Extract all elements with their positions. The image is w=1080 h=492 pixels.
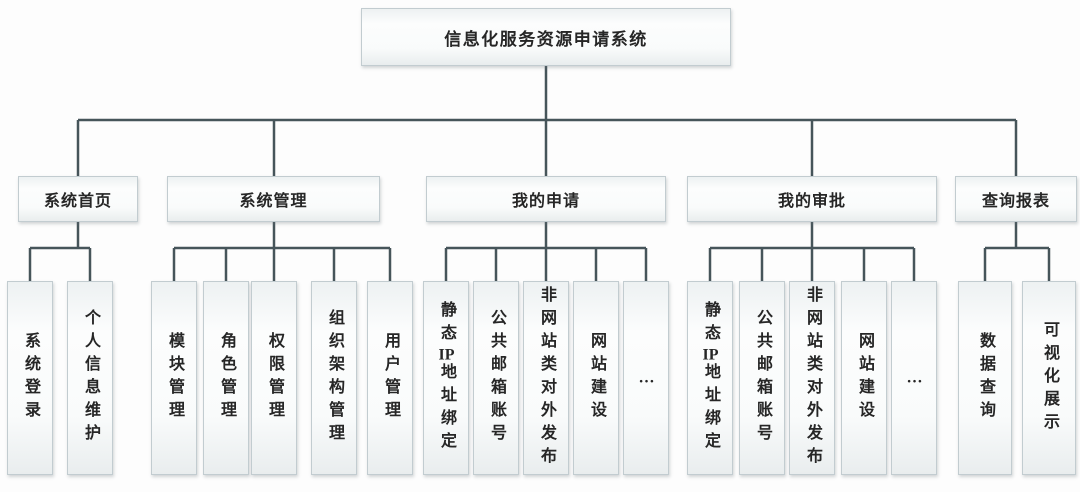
branch-label: 系统首页 — [43, 193, 112, 210]
leaf-box-website-construction-approve: 网站建设 — [841, 281, 887, 475]
leaf-label: 静态IP地址绑定 — [438, 301, 455, 455]
leaf-box-public-mailbox-approve: 公共邮箱账号 — [739, 281, 785, 475]
leaf-label: 非网站类对外发布 — [538, 286, 555, 470]
branch-label: 我的审批 — [777, 193, 846, 210]
leaf-box-permission-management: 权限管理 — [251, 281, 297, 475]
branch-box-system-home: 系统首页 — [18, 176, 138, 222]
branch-label: 我的申请 — [511, 193, 580, 210]
leaf-box-role-management: 角色管理 — [203, 281, 249, 475]
branch-label: 查询报表 — [981, 193, 1050, 210]
leaf-label: 用户管理 — [382, 332, 399, 424]
branch-label: 系统管理 — [239, 193, 308, 210]
leaf-label: 网站建设 — [588, 332, 605, 424]
leaf-box-module-management: 模块管理 — [151, 281, 197, 475]
root-label: 信息化服务资源申请系统 — [444, 29, 648, 49]
leaf-label: 公共邮箱账号 — [754, 309, 771, 447]
leaf-label: 网站建设 — [856, 332, 873, 424]
leaf-label: 静态IP地址绑定 — [702, 301, 719, 455]
leaf-box-static-ip-binding-approve: 静态IP地址绑定 — [687, 281, 733, 475]
branch-box-my-approvals: 我的审批 — [687, 176, 937, 222]
leaf-label: … — [906, 370, 923, 386]
branch-box-system-management: 系统管理 — [167, 176, 380, 222]
branch-box-my-applications: 我的申请 — [426, 176, 666, 222]
leaf-label: 组织架构管理 — [326, 309, 343, 447]
leaf-box-ellipsis-approve: … — [891, 281, 937, 475]
leaf-box-personal-info-maintenance: 个人信息维护 — [67, 281, 113, 475]
leaf-box-ellipsis-apply: … — [623, 281, 669, 475]
leaf-label: 个人信息维护 — [82, 309, 99, 447]
leaf-box-public-mailbox-apply: 公共邮箱账号 — [473, 281, 519, 475]
leaf-label: 模块管理 — [166, 332, 183, 424]
leaf-box-static-ip-binding-apply: 静态IP地址绑定 — [423, 281, 469, 475]
leaf-box-non-website-publish-apply: 非网站类对外发布 — [523, 281, 569, 475]
root-box: 信息化服务资源申请系统 — [361, 8, 731, 66]
leaf-box-system-login: 系统登录 — [7, 281, 53, 475]
leaf-box-data-query: 数据查询 — [958, 281, 1012, 475]
leaf-box-user-management: 用户管理 — [367, 281, 413, 475]
branch-box-query-reports: 查询报表 — [955, 176, 1077, 222]
leaf-label: 可视化展示 — [1041, 320, 1058, 436]
leaf-box-non-website-publish-approve: 非网站类对外发布 — [789, 281, 835, 475]
leaf-label: 系统登录 — [22, 332, 39, 424]
leaf-label: 权限管理 — [266, 332, 283, 424]
leaf-box-org-structure-management: 组织架构管理 — [311, 281, 357, 475]
leaf-label: 数据查询 — [977, 332, 994, 424]
leaf-box-visualization-display: 可视化展示 — [1022, 281, 1076, 475]
leaf-label: 角色管理 — [218, 332, 235, 424]
leaf-box-website-construction-apply: 网站建设 — [573, 281, 619, 475]
leaf-label: … — [638, 370, 655, 386]
leaf-label: 非网站类对外发布 — [804, 286, 821, 470]
leaf-label: 公共邮箱账号 — [488, 309, 505, 447]
